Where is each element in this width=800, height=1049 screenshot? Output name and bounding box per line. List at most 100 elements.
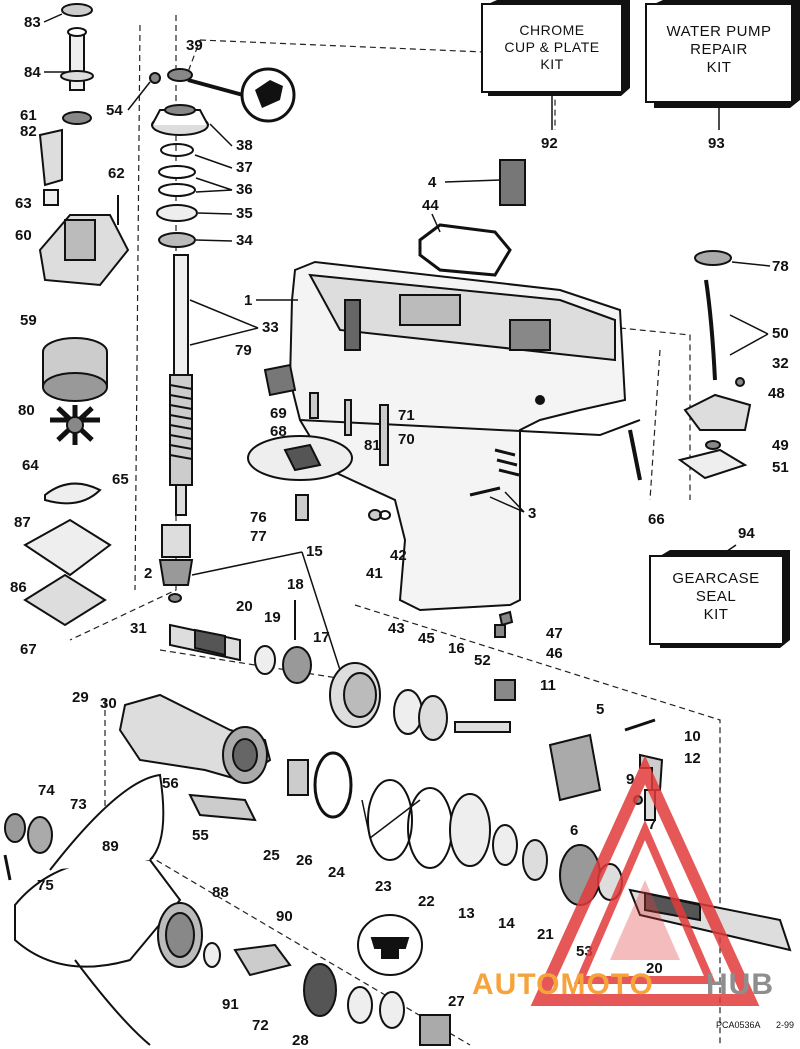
chrome-kit-line2: CUP & PLATE bbox=[504, 39, 599, 55]
chrome-kit-line1: CHROME bbox=[519, 22, 584, 38]
label-61: 61 bbox=[20, 107, 37, 124]
water-pump-kit-line3: KIT bbox=[707, 59, 732, 76]
label-50: 50 bbox=[772, 325, 789, 342]
label-24: 24 bbox=[328, 864, 345, 881]
figure-date: 2-99 bbox=[776, 1020, 794, 1030]
label-67: 67 bbox=[20, 641, 37, 658]
label-43: 43 bbox=[388, 620, 405, 637]
label-74: 74 bbox=[38, 782, 55, 799]
label-35: 35 bbox=[236, 205, 253, 222]
label-5: 5 bbox=[596, 701, 604, 718]
bearing-carrier bbox=[118, 693, 548, 881]
water-tube-parts bbox=[38, 3, 130, 287]
gearcase-kit-line2: SEAL bbox=[696, 588, 736, 605]
label-17: 17 bbox=[313, 629, 330, 646]
label-9: 9 bbox=[626, 771, 634, 788]
automotohub-logo-triangles bbox=[530, 755, 760, 1006]
label-72: 72 bbox=[252, 1017, 269, 1034]
propeller-assembly bbox=[3, 773, 451, 1046]
gearcase-kit-box: GEARCASE SEAL KIT bbox=[649, 550, 790, 648]
label-28: 28 bbox=[292, 1032, 309, 1049]
label-81: 81 bbox=[364, 437, 381, 454]
label-51: 51 bbox=[772, 459, 789, 476]
label-18: 18 bbox=[287, 576, 304, 593]
label-22: 22 bbox=[418, 893, 435, 910]
label-41: 41 bbox=[366, 565, 383, 582]
label-84: 84 bbox=[24, 64, 41, 81]
label-82: 82 bbox=[20, 123, 37, 140]
label-70: 70 bbox=[398, 431, 415, 448]
chrome-kit-line3: KIT bbox=[540, 56, 563, 72]
label-14: 14 bbox=[498, 915, 515, 932]
label-33: 33 bbox=[262, 319, 279, 336]
driveshaft bbox=[169, 254, 193, 516]
label-52: 52 bbox=[474, 652, 491, 669]
label-1: 1 bbox=[244, 292, 252, 309]
top-gearcase-parts bbox=[418, 159, 526, 277]
pinion-parts bbox=[158, 524, 194, 603]
gearcase-housing bbox=[288, 260, 641, 612]
label-78: 78 bbox=[772, 258, 789, 275]
kit-leaders bbox=[551, 96, 737, 557]
water-pump-kit-line2: REPAIR bbox=[690, 41, 748, 58]
label-83: 83 bbox=[24, 14, 41, 31]
label-6: 6 bbox=[570, 822, 578, 839]
chrome-kit-box: CHROME CUP & PLATE KIT bbox=[481, 0, 630, 96]
label-92: 92 bbox=[541, 135, 558, 152]
label-19: 19 bbox=[264, 609, 281, 626]
label-77: 77 bbox=[250, 528, 267, 545]
label-25: 25 bbox=[263, 847, 280, 864]
label-91: 91 bbox=[222, 996, 239, 1013]
label-48: 48 bbox=[768, 385, 785, 402]
label-59: 59 bbox=[20, 312, 37, 329]
label-20b: 20 bbox=[646, 960, 663, 977]
label-30: 30 bbox=[100, 695, 117, 712]
gearcase-kit-line3: KIT bbox=[704, 606, 729, 623]
label-27: 27 bbox=[448, 993, 465, 1010]
label-86: 86 bbox=[10, 579, 27, 596]
maintenance-hand-icon bbox=[187, 67, 296, 123]
driveshaft-seal-stack bbox=[149, 68, 209, 248]
label-7: 7 bbox=[648, 816, 656, 833]
watermark-hub: HUB bbox=[706, 968, 774, 1001]
label-21: 21 bbox=[537, 926, 554, 943]
label-11: 11 bbox=[540, 677, 556, 694]
label-68: 68 bbox=[270, 423, 287, 440]
label-80: 80 bbox=[18, 402, 35, 419]
label-26: 26 bbox=[296, 852, 313, 869]
label-47: 47 bbox=[546, 625, 563, 642]
label-4: 4 bbox=[428, 174, 437, 191]
label-88: 88 bbox=[212, 884, 229, 901]
watermark-automoto: AUTOMOTO bbox=[472, 968, 654, 1001]
label-73: 73 bbox=[70, 796, 87, 813]
label-23: 23 bbox=[375, 878, 392, 895]
label-44: 44 bbox=[422, 197, 439, 214]
label-76: 76 bbox=[250, 509, 267, 526]
label-10: 10 bbox=[684, 728, 701, 745]
label-49: 49 bbox=[772, 437, 789, 454]
label-39: 39 bbox=[186, 37, 203, 54]
water-pump-kit-line1: WATER PUMP bbox=[667, 23, 772, 40]
label-12: 12 bbox=[684, 750, 701, 767]
label-15: 15 bbox=[306, 543, 323, 560]
label-75: 75 bbox=[37, 877, 54, 894]
label-36: 36 bbox=[236, 181, 253, 198]
label-45: 45 bbox=[418, 630, 435, 647]
label-65: 65 bbox=[112, 471, 129, 488]
label-60: 60 bbox=[15, 227, 32, 244]
label-32: 32 bbox=[772, 355, 789, 372]
label-56: 56 bbox=[162, 775, 179, 792]
label-42: 42 bbox=[390, 547, 407, 564]
water-pump-kit-box: WATER PUMP REPAIR KIT bbox=[645, 0, 800, 108]
label-20a: 20 bbox=[236, 598, 253, 615]
figure-code: PCA0536A bbox=[716, 1020, 761, 1030]
label-66: 66 bbox=[648, 511, 665, 528]
label-37: 37 bbox=[236, 159, 253, 176]
label-2: 2 bbox=[144, 565, 152, 582]
label-3: 3 bbox=[528, 505, 536, 522]
label-71: 71 bbox=[398, 407, 415, 424]
gearcase-kit-line1: GEARCASE bbox=[672, 570, 759, 587]
label-55: 55 bbox=[192, 827, 209, 844]
water-tube-right bbox=[677, 250, 752, 480]
